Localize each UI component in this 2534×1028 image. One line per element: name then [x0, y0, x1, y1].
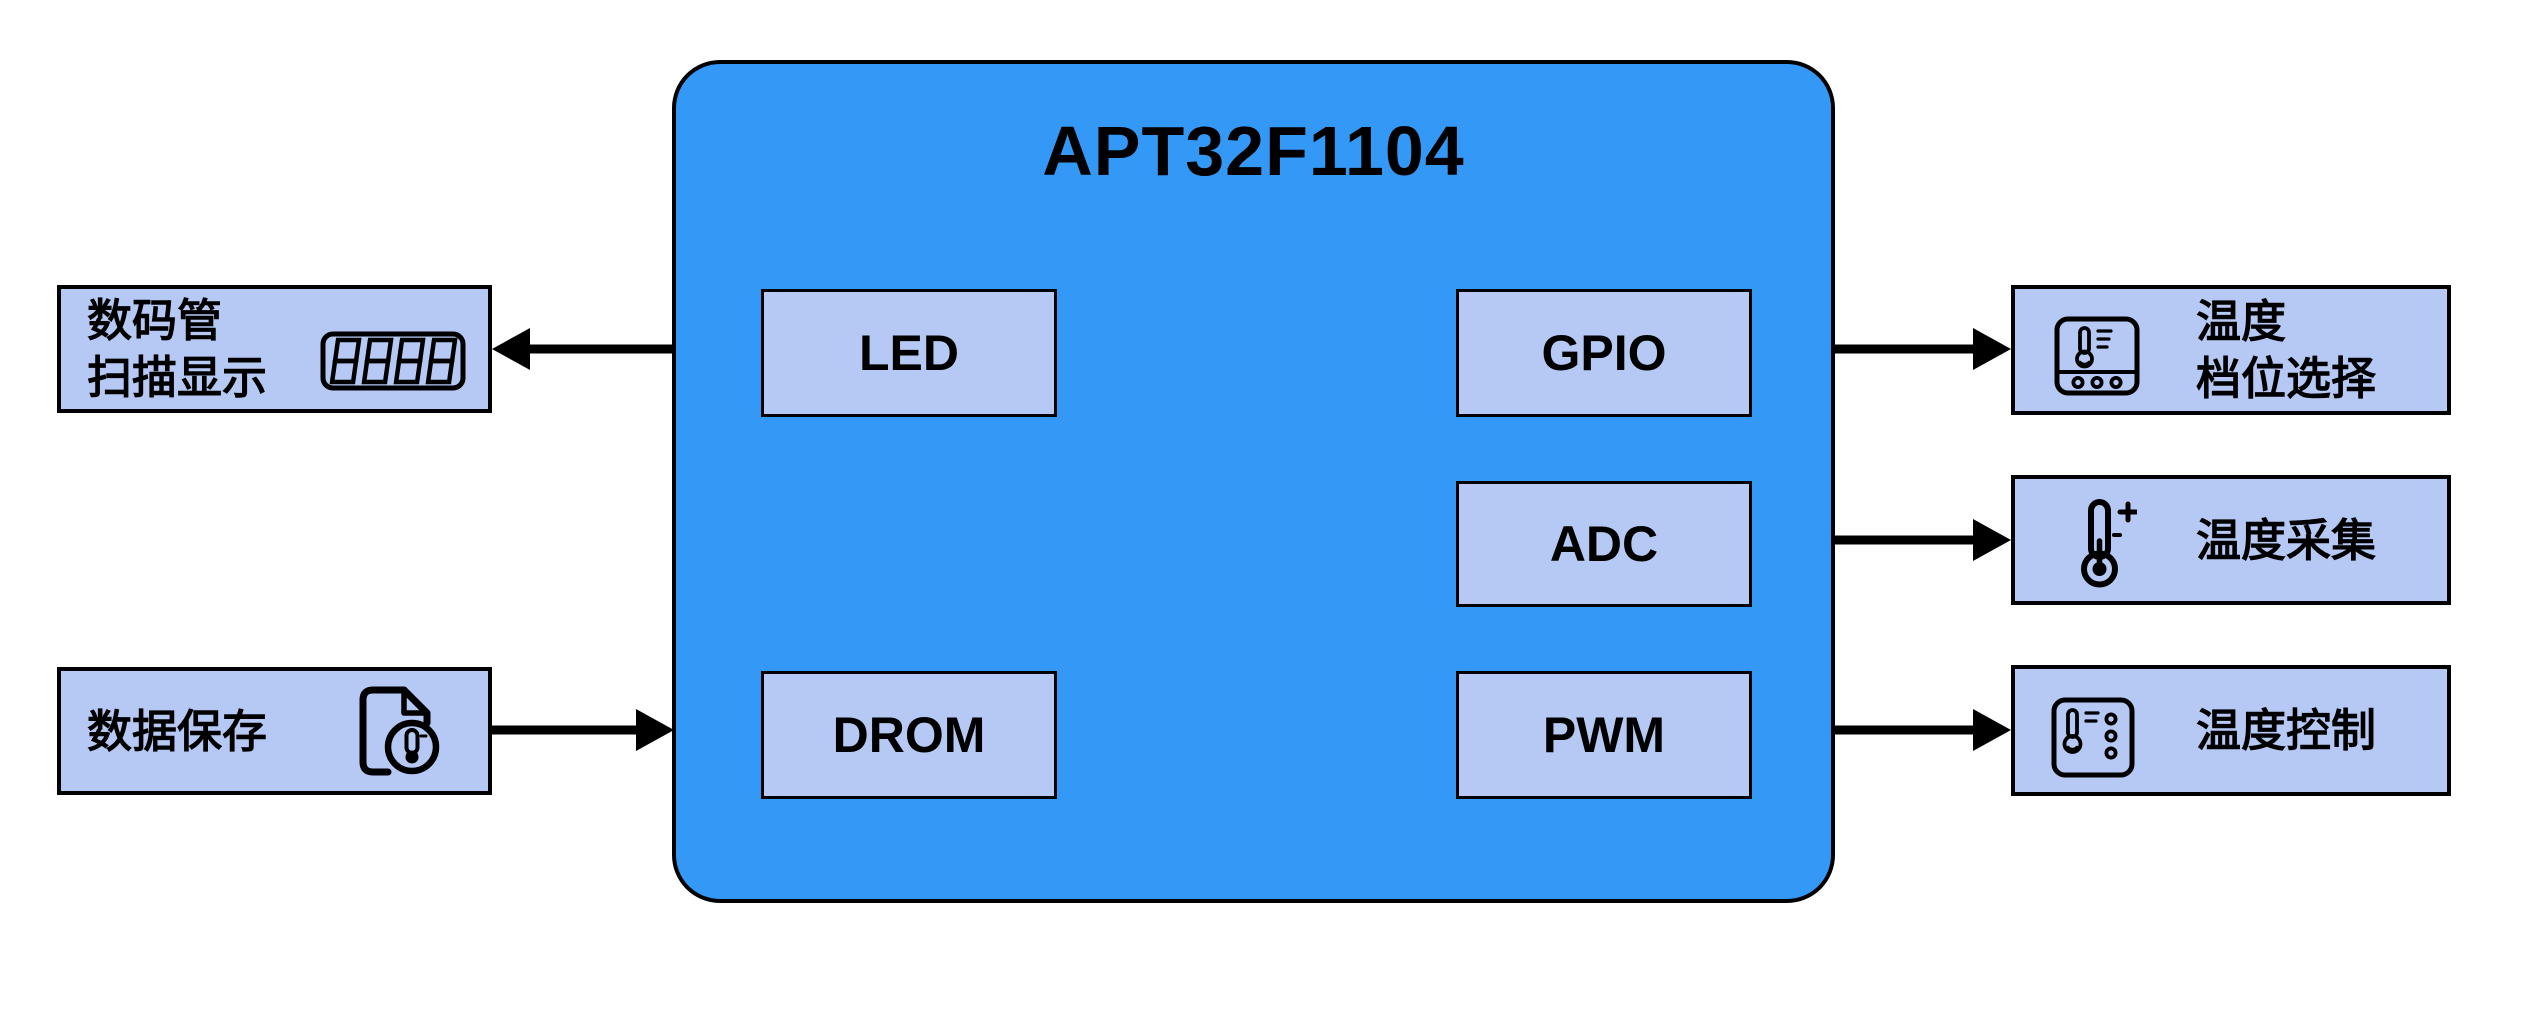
gpio-label: GPIO [1541, 325, 1667, 381]
led-label: LED [859, 325, 959, 381]
peripheral-digit-display: 数码管 扫描显示 [57, 285, 492, 413]
arrow-pwm-to-temp-control [1833, 709, 2011, 751]
chip-subblock-led: LED [761, 289, 1057, 417]
adc-label: ADC [1549, 516, 1659, 572]
arrow-adc-to-temp-collect [1833, 519, 2011, 561]
pwm-label: PWM [1542, 707, 1666, 763]
temp-control-label: 温度控制 [2196, 705, 2377, 756]
chip-title: APT32F1104 [1042, 112, 1465, 190]
peripheral-temp-control: 温度控制 [2011, 665, 2451, 796]
drom-label: DROM [832, 707, 986, 763]
peripheral-temp-gear-select: 温度 档位选择 [2011, 285, 2451, 415]
chip-subblock-drom: DROM [761, 671, 1057, 799]
arrow-data-save-to-drom [492, 709, 674, 751]
chip-subblock-adc: ADC [1456, 481, 1752, 607]
data-save-label: 数据保存 [87, 705, 268, 757]
chip-subblock-gpio: GPIO [1456, 289, 1752, 417]
digit-display-label: 数码管 扫描显示 [87, 295, 268, 403]
thermostat-panel-icon [2054, 316, 2140, 396]
seven-segment-display-icon [320, 331, 466, 391]
arrow-led-to-digit-display [492, 328, 674, 370]
chip-subblock-pwm: PWM [1456, 671, 1752, 799]
arrow-gpio-to-temp-gear-select [1833, 328, 2011, 370]
peripheral-data-save: 数据保存 [57, 667, 492, 795]
temp-gear-select-label: 温度 档位选择 [2196, 296, 2377, 404]
peripheral-temp-collect: 温度采集 [2011, 475, 2451, 605]
chip-block: APT32F1104 LED GPIO ADC DROM PWM [672, 60, 1835, 903]
temp-collect-label: 温度采集 [2196, 514, 2377, 566]
thermostat-dots-icon [2051, 697, 2135, 778]
thermometer-plus-icon [2067, 497, 2137, 589]
document-thermometer-icon [346, 683, 446, 787]
